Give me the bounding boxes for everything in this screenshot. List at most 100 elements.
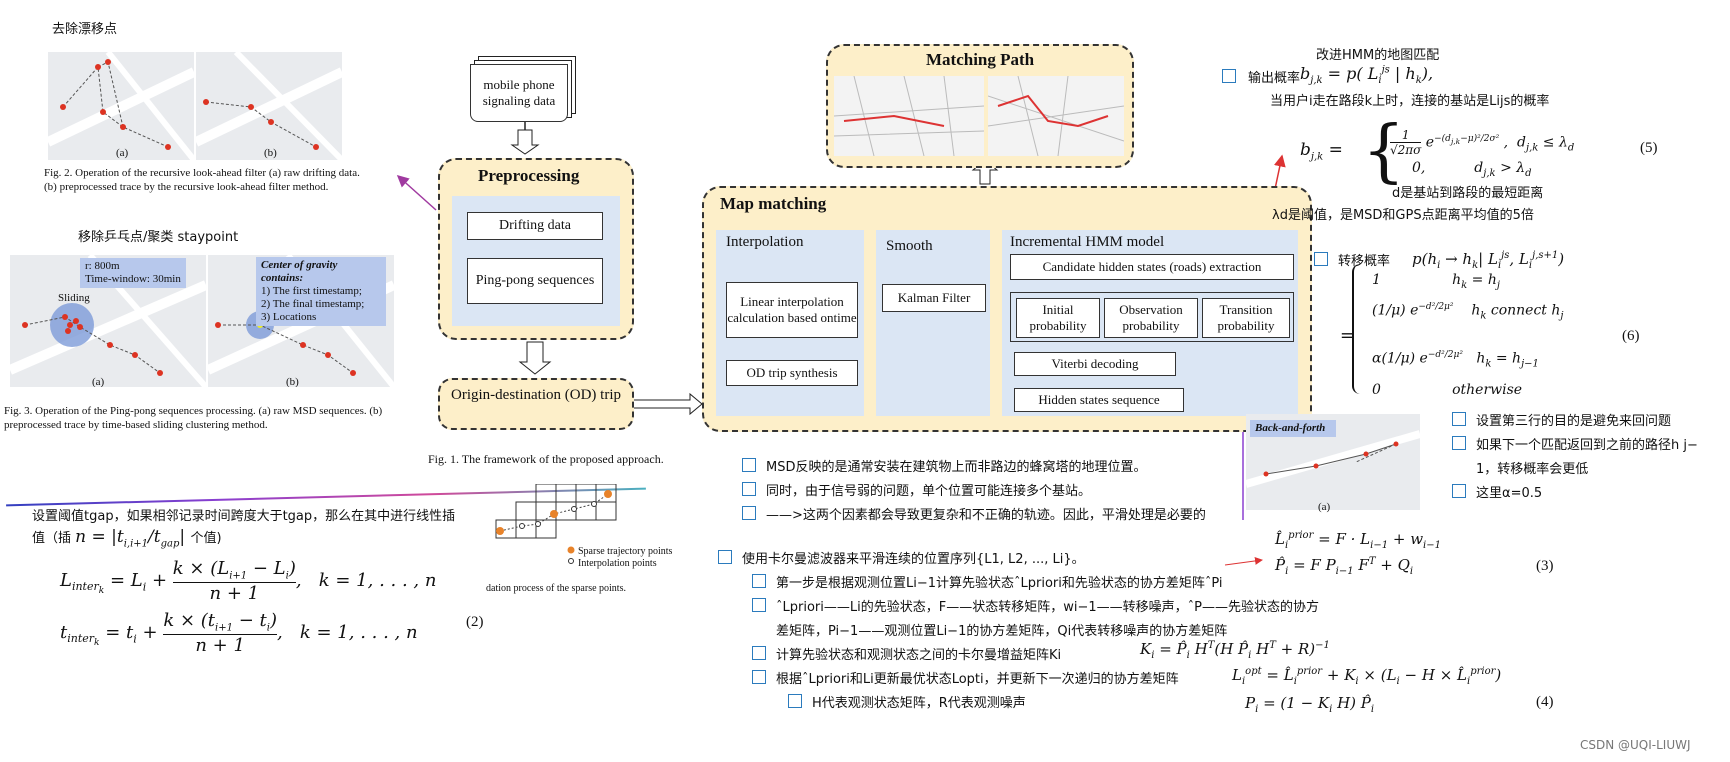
back-forth-sub-a: (a)	[1318, 501, 1331, 513]
note-checkbox[interactable]	[1452, 412, 1466, 426]
drift-clean-trace	[196, 52, 342, 160]
eq6-case2: (1/μ) e−d²/2μ² hk connect hj	[1372, 302, 1564, 322]
interp-text-pre: 值（插	[32, 531, 72, 546]
eq4-number: (4)	[1536, 694, 1554, 710]
note-checkbox[interactable]	[1222, 69, 1236, 83]
legend-markers	[567, 546, 575, 564]
eq-tinter: tinterk = ti + k × (ti+1 − ti)n + 1, k =…	[60, 610, 418, 656]
gravity-item: 2) The final timestamp;	[261, 298, 365, 310]
viterbi-box: Viterbi decoding	[1014, 352, 1176, 376]
eq5-lhs: bj,k =	[1300, 140, 1343, 163]
od-trip-panel: Origin-destination (OD) trip	[438, 378, 634, 430]
drift-raw-trace	[48, 52, 194, 160]
matching-map-1	[834, 76, 984, 156]
interp-text-post: 个值)	[190, 531, 222, 546]
note-checkbox[interactable]	[1452, 436, 1466, 450]
map-matching-title: Map matching	[720, 194, 827, 213]
kalman-step1: 第一步是根据观测位置Li−1计算先验状态ˆLpriori和先验状态的协方差矩阵ˆ…	[776, 576, 1223, 591]
drift-clean-map: (b)	[196, 52, 342, 160]
interpolation-grid	[495, 484, 617, 539]
eq5-number: (5)	[1640, 140, 1658, 156]
fig1-caption: Fig. 1. The framework of the proposed ap…	[428, 452, 664, 466]
gravity-title: Center of gravity contains:	[261, 259, 338, 284]
hmm-heading: 改进HMM的地图匹配	[1316, 48, 1440, 63]
pingpong-raw-map: r: 800m Time-window: 30min Sliding (a)	[10, 255, 206, 387]
trans-prob-label: 转移概率	[1338, 254, 1391, 269]
watermark: CSDN @UQI-LIUWJ	[1580, 738, 1691, 752]
eq3-line2: P̂i = F Pi−1 FT + Qi	[1275, 556, 1414, 577]
road-network-1	[834, 76, 984, 156]
pingpong-clean-map: Center of gravity contains: 1) The first…	[208, 255, 394, 387]
eq6-equals: =	[1340, 326, 1355, 346]
interpolation-title: Interpolation	[726, 234, 804, 250]
observation-prob-box: Observation probability	[1104, 298, 1198, 338]
drifting-data-box: Drifting data	[467, 212, 603, 240]
pingpong-caption: Fig. 3. Operation of the Ping-pong seque…	[4, 405, 383, 431]
eq6-brace	[1352, 264, 1366, 394]
eq-linter: Linterk = Li + k × (Li+1 − Li)n + 1, k =…	[60, 558, 437, 604]
note-checkbox[interactable]	[718, 550, 732, 564]
interp-text-line2: 值（插 n = |ti,i+1/tgap| 个值)	[32, 527, 222, 550]
output-prob-desc: 当用户i走在路段k上时，连接的基站是Lijs的概率	[1270, 94, 1550, 109]
hmm-title: Incremental HMM model	[1010, 234, 1165, 250]
legend-labels: Sparse trajectory points Interpolation p…	[578, 546, 672, 570]
kalman-defs-2: 差矩阵，Pi−1——观测位置Li−1的协方差矩阵，Qi代表转移噪声的协方差矩阵	[776, 624, 1228, 639]
third-row-note: 设置第三行的目的是避免来回问题	[1476, 414, 1672, 429]
kalman-update-note: 根据ˆLpriori和Li更新最优状态Lopti，并更新下一次递归的协方差矩阵	[776, 672, 1179, 687]
hidden-states-box: Hidden states sequence	[1014, 388, 1184, 412]
note-checkbox[interactable]	[752, 670, 766, 684]
sliding-label: Sliding	[58, 292, 90, 304]
pingpong-sub-a: (a)	[92, 376, 105, 387]
preprocessing-panel: Preprocessing Drifting data Ping-pong se…	[438, 158, 634, 340]
kalman-hr-note: H代表观测状态矩阵，R代表观测噪声	[812, 696, 1026, 711]
gravity-box: Center of gravity contains: 1) The first…	[256, 257, 386, 326]
kalman-gain-note: 计算先验状态和观测状态之间的卡尔曼增益矩阵Ki	[776, 648, 1062, 663]
eq5-brace: {	[1362, 112, 1406, 191]
msd-note-1: MSD反映的是通常安装在建筑物上而非路边的蜂窝塔的地理位置。	[766, 460, 1147, 475]
msd-note-2: 同时，由于信号弱的问题，单个位置可能连接多个基站。	[766, 484, 1092, 499]
lambda-desc: λd是阈值，是MSD和GPS点距离平均值的5倍	[1272, 208, 1534, 223]
grid-caption: dation process of the sparse points.	[486, 583, 626, 594]
drift-raw-map: (a)	[48, 52, 194, 160]
pingpong-sequences-box: Ping-pong sequences	[467, 258, 603, 304]
eq-bjk-def: bj,k = p( Lijs | hk),	[1300, 64, 1434, 87]
note-checkbox[interactable]	[1314, 252, 1328, 266]
kalman-filter-box: Kalman Filter	[882, 284, 986, 312]
eq3-number: (3)	[1536, 558, 1554, 574]
note-checkbox[interactable]	[742, 506, 756, 520]
note-checkbox[interactable]	[752, 598, 766, 612]
smooth-title: Smooth	[886, 238, 933, 254]
back-forth-map: Back-and-forth	[1246, 414, 1420, 510]
eq4-line2: Liopt = L̂iprior + Ki × (Li − H × L̂ipri…	[1232, 666, 1502, 687]
note-checkbox[interactable]	[1452, 484, 1466, 498]
kalman-defs-1: ˆLpriori——Li的先验状态，F——状态转移矩阵，wi−1——转移噪声，ˆ…	[776, 600, 1319, 615]
eq6-number: (6)	[1622, 328, 1640, 344]
eq6-case1: 1 hk = hj	[1372, 272, 1500, 291]
note-checkbox[interactable]	[752, 574, 766, 588]
eq3-line1: L̂iprior = F · Li−1 + wi−1	[1275, 530, 1441, 551]
note-checkbox[interactable]	[788, 694, 802, 708]
transition-prob-box: Transition probability	[1202, 298, 1290, 338]
note-checkbox[interactable]	[742, 458, 756, 472]
initial-prob-box: Initial probability	[1016, 298, 1100, 338]
note-checkbox[interactable]	[742, 482, 756, 496]
output-prob-label: 输出概率	[1248, 71, 1301, 86]
od-trip-label: Origin-destination (OD) trip	[451, 387, 621, 403]
back-forth-label: Back-and-forth	[1250, 420, 1336, 437]
eq4-line1: Ki = P̂i HT(H P̂i HT + R)−1	[1140, 640, 1330, 661]
matching-map-2	[988, 76, 1124, 156]
note-checkbox[interactable]	[752, 646, 766, 660]
od-synthesis-box: OD trip synthesis	[726, 360, 858, 386]
msd-note-3: ——>这两个因素都会导致更复杂和不正确的轨迹。因此，平滑处理是必要的	[766, 508, 1206, 523]
eq5-case1: 1√2πσ e−(dj,k−μ)²/2σ² , dj,k ≤ λd	[1390, 128, 1575, 157]
drift-heading: 去除漂移点	[52, 22, 118, 37]
matching-path-title: Matching Path	[926, 50, 1035, 69]
pingpong-sub-b: (b)	[286, 376, 299, 387]
pingpong-heading: 移除乒乓点/聚类 staypoint	[78, 230, 239, 245]
alpha-note: 这里α=0.5	[1476, 486, 1543, 501]
pingpong-params: r: 800m Time-window: 30min	[80, 258, 186, 288]
d-desc: d是基站到路段的最短距离	[1392, 186, 1544, 201]
return-note-1: 如果下一个匹配返回到之前的路径h j−	[1476, 438, 1698, 453]
interp-text-line1: 设置阈值tgap，如果相邻记录时间跨度大于tgap，那么在其中进行线性插	[32, 509, 456, 524]
drift-sub-a: (a)	[116, 147, 129, 159]
